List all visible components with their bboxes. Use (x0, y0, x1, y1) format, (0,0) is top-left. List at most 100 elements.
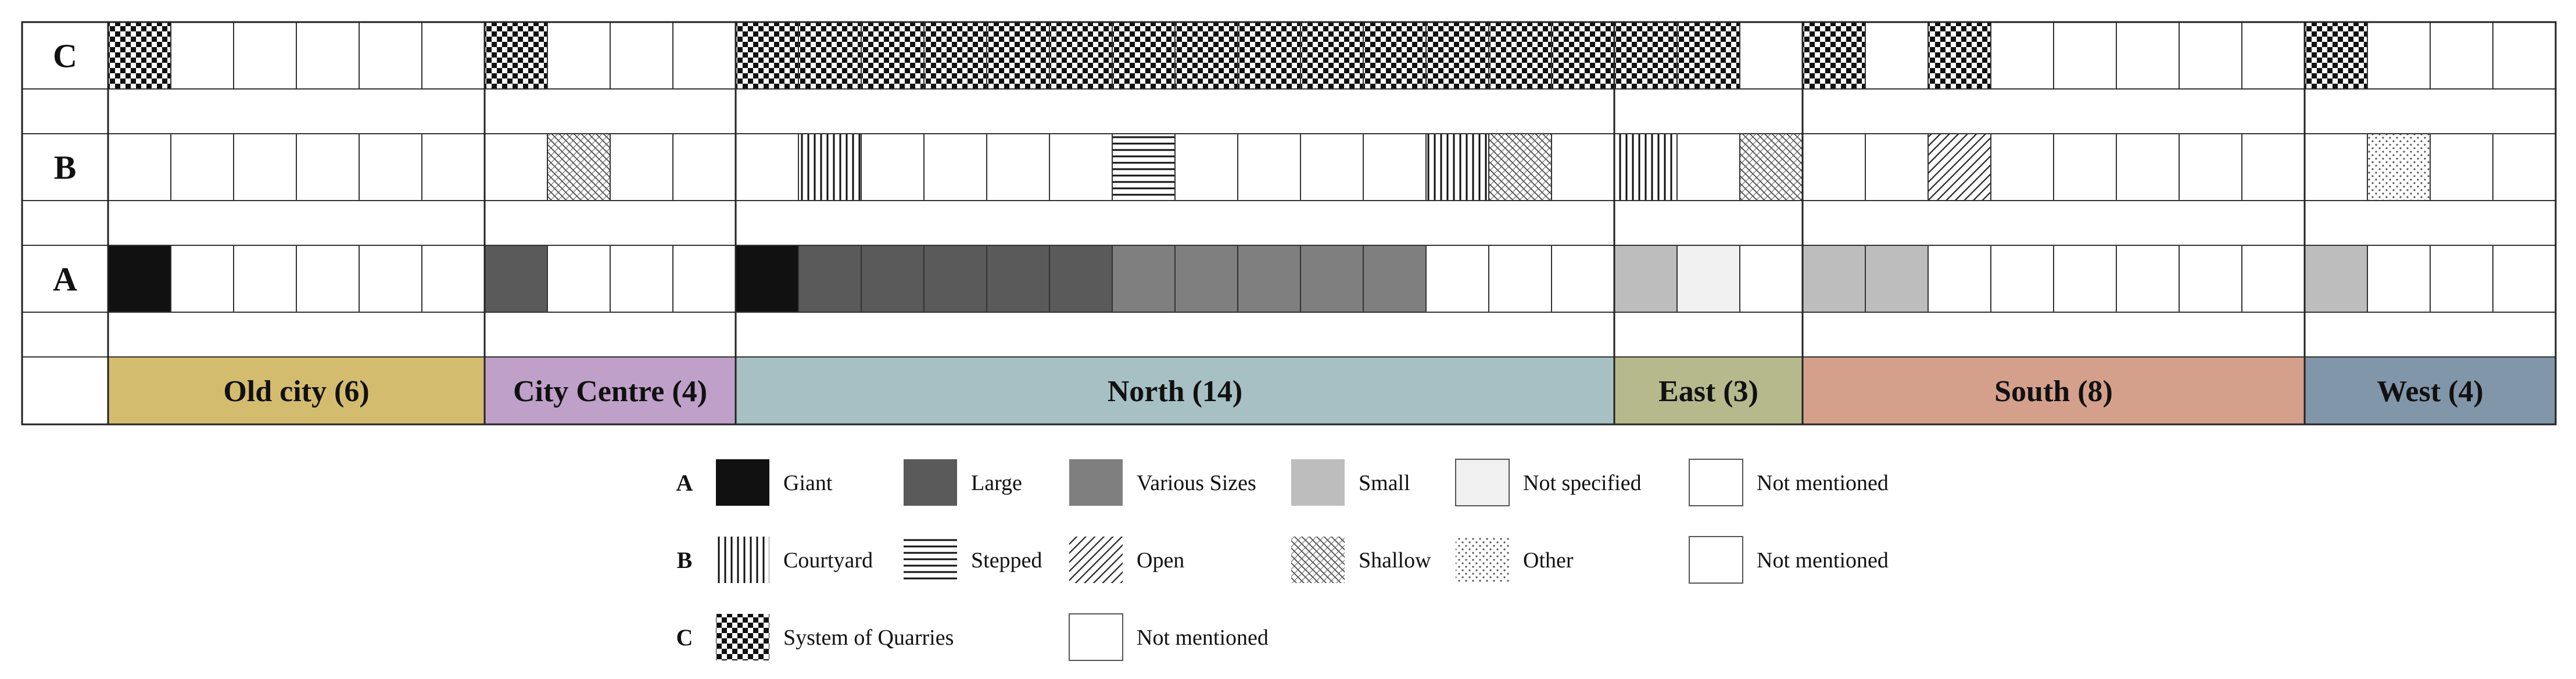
cell-old-city-b-2-nm (170, 133, 234, 201)
spacer-city-centre-0 (484, 88, 736, 134)
cell-west-a-2-nm (2367, 245, 2431, 313)
cell-south-b-2-nm (1865, 133, 1929, 201)
region-header-north (735, 356, 1615, 425)
legend-label-b-stepped: Stepped (971, 548, 1042, 573)
cell-north-a-3-large (861, 245, 925, 313)
cell-old-city-c-1-quarry (108, 22, 171, 90)
cell-north-c-11-quarry (1363, 22, 1427, 90)
cell-west-a-1-small (2304, 245, 2368, 313)
cell-north-a-14-nm (1551, 245, 1615, 313)
legend-label-a-various: Various Sizes (1137, 471, 1256, 495)
cell-north-a-7-various (1112, 245, 1176, 313)
cell-north-b-14-nm (1551, 133, 1615, 201)
cell-old-city-a-5-nm (359, 245, 422, 313)
cell-old-city-b-5-nm (359, 133, 422, 201)
cell-north-b-3-nm (861, 133, 925, 201)
legend-swatch-a-notspec (1455, 459, 1510, 506)
cell-old-city-a-6-nm (421, 245, 485, 313)
cell-east-b-2-nm (1676, 133, 1740, 201)
legend-label-a-giant: Giant (783, 471, 833, 495)
cell-east-c-2-quarry (1676, 22, 1740, 90)
legend-key-b: B (677, 547, 693, 573)
legend-swatch-a-small (1291, 459, 1345, 506)
row-label-c: C (53, 37, 77, 75)
cell-city-centre-a-1-large (484, 245, 548, 313)
legend-swatch-a-nm (1689, 459, 1743, 506)
cell-old-city-c-4-nm (296, 22, 360, 90)
cell-east-a-3-nm (1739, 245, 1803, 313)
cell-south-c-7-nm (2179, 22, 2242, 90)
cell-south-a-4-nm (1990, 245, 2054, 313)
cell-old-city-a-3-nm (233, 245, 297, 313)
cell-north-c-9-quarry (1237, 22, 1301, 90)
cell-north-a-2-large (798, 245, 862, 313)
cell-north-b-8-nm (1174, 133, 1238, 201)
region-label-north: North (14) (1108, 375, 1243, 408)
cell-south-b-5-nm (2053, 133, 2117, 201)
legend-swatch-a-various (1069, 459, 1123, 506)
cell-north-c-14-quarry (1551, 22, 1615, 90)
cell-south-b-4-nm (1990, 133, 2054, 201)
spacer-east-2 (1614, 312, 1803, 358)
cell-north-c-8-quarry (1174, 22, 1238, 90)
cell-north-b-10-nm (1300, 133, 1364, 201)
cell-north-b-7-stepped (1112, 133, 1176, 201)
cell-old-city-c-2-nm (170, 22, 234, 90)
region-header-city-centre (484, 356, 736, 425)
cell-south-c-2-nm (1865, 22, 1929, 90)
legend-label-b-shallow: Shallow (1359, 548, 1431, 573)
cell-old-city-b-4-nm (296, 133, 360, 201)
legend-label-a-notspec: Not specified (1523, 471, 1642, 495)
cell-east-c-1-quarry (1614, 22, 1678, 90)
cell-west-b-2-other (2367, 133, 2431, 201)
cell-south-b-7-nm (2179, 133, 2242, 201)
cell-old-city-a-1-giant (108, 245, 171, 313)
legend-label-c-nm: Not mentioned (1137, 626, 1269, 650)
cell-north-c-7-quarry (1112, 22, 1176, 90)
cell-west-b-3-nm (2430, 133, 2493, 201)
legend-label-b-nm: Not mentioned (1757, 548, 1889, 573)
cell-west-c-2-nm (2367, 22, 2431, 90)
cell-old-city-b-1-nm (108, 133, 171, 201)
cell-east-b-1-courtyard (1614, 133, 1678, 201)
row-label-column (22, 22, 109, 425)
cell-north-a-12-nm (1425, 245, 1489, 313)
cell-south-c-4-nm (1990, 22, 2054, 90)
cell-north-c-6-quarry (1049, 22, 1113, 90)
cell-north-a-1-giant (735, 245, 799, 313)
cell-east-c-3-nm (1739, 22, 1803, 90)
cell-old-city-a-4-nm (296, 245, 360, 313)
cell-city-centre-b-3-nm (610, 133, 673, 201)
spacer-city-centre-2 (484, 312, 736, 358)
region-label-old-city: Old city (6) (223, 375, 369, 408)
legend-swatch-a-giant (716, 459, 769, 506)
cell-west-b-4-nm (2492, 133, 2556, 201)
cell-south-b-1-nm (1802, 133, 1866, 201)
spacer-south-0 (1802, 88, 2305, 134)
cell-south-c-5-nm (2053, 22, 2117, 90)
cell-city-centre-a-2-nm (547, 245, 611, 313)
legend-swatch-b-courtyard (716, 537, 769, 583)
cell-north-a-10-various (1300, 245, 1364, 313)
cell-north-c-1-quarry (735, 22, 799, 90)
cell-north-b-4-nm (923, 133, 987, 201)
cell-south-a-7-nm (2179, 245, 2242, 313)
cell-north-c-5-quarry (986, 22, 1050, 90)
cell-old-city-a-2-nm (170, 245, 234, 313)
spacer-old-city-2 (108, 312, 485, 358)
legend-swatch-a-large (904, 459, 957, 506)
cell-south-b-6-nm (2116, 133, 2180, 201)
spacer-west-1 (2304, 200, 2556, 246)
cell-north-c-10-quarry (1300, 22, 1364, 90)
row-label-b: B (54, 149, 77, 187)
region-label-city-centre: City Centre (4) (513, 375, 707, 408)
cell-old-city-c-3-nm (233, 22, 297, 90)
spacer-west-2 (2304, 312, 2556, 358)
cell-north-b-13-shallow (1488, 133, 1552, 201)
legend-swatch-c-quarry (716, 614, 769, 660)
legend-label-a-nm: Not mentioned (1757, 471, 1889, 495)
cell-west-c-1-quarry (2304, 22, 2368, 90)
spacer-old-city-0 (108, 88, 485, 134)
cell-north-b-9-nm (1237, 133, 1301, 201)
